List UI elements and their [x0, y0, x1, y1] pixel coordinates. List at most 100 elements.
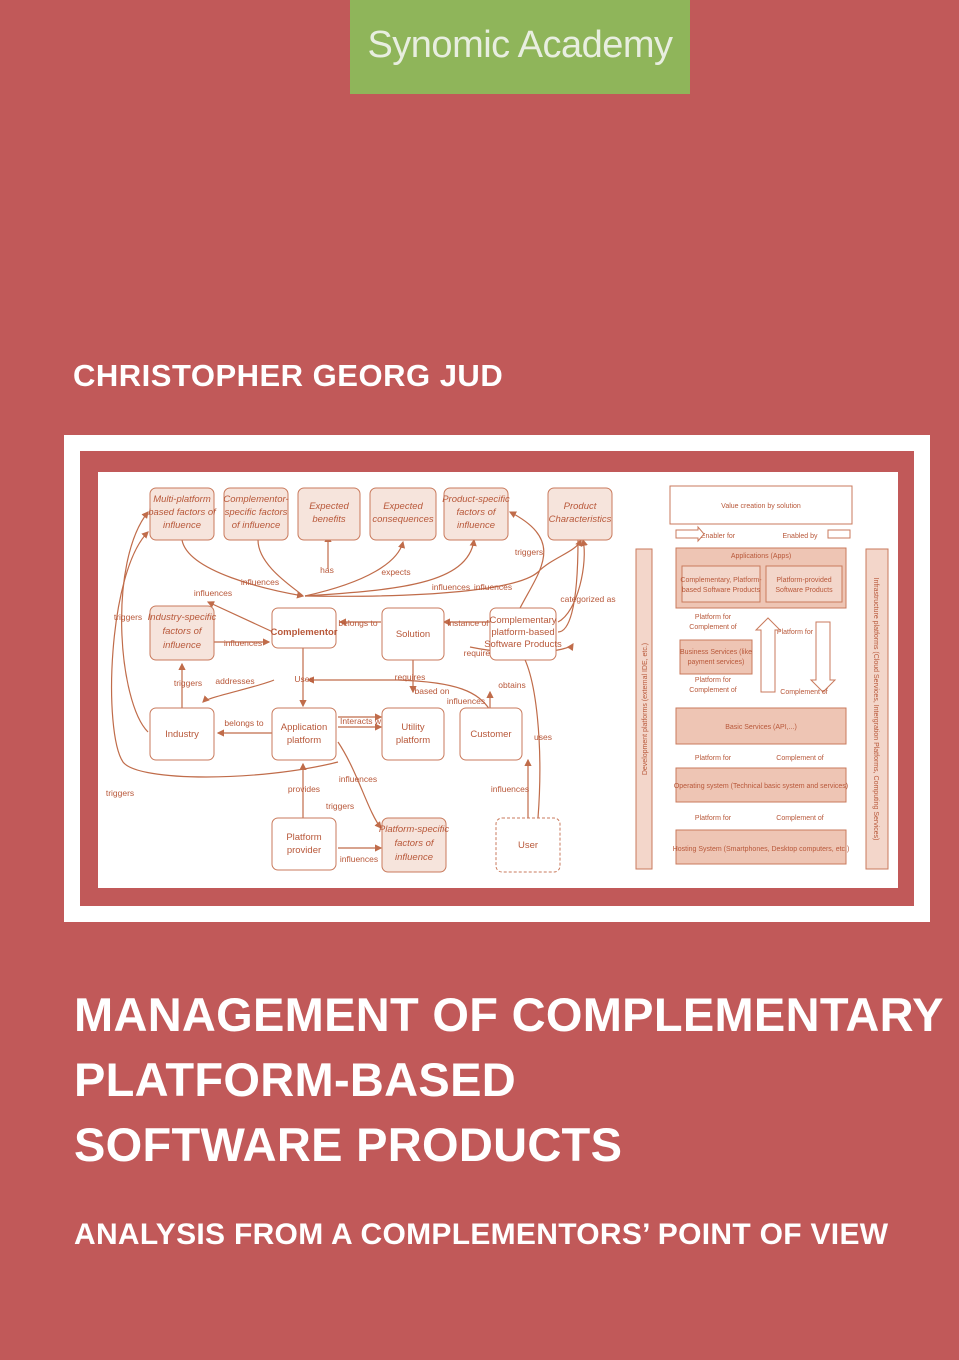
svg-text:influences: influences	[224, 638, 262, 648]
svg-text:Interacts with: Interacts with	[340, 716, 390, 726]
svg-text:based Software Products: based Software Products	[682, 587, 761, 594]
svg-text:payment services): payment services)	[688, 659, 745, 666]
svg-text:triggers: triggers	[174, 678, 202, 688]
node-expected-benefits: Expected benefits	[297, 487, 361, 541]
svg-text:Development platforms (externa: Development platforms (external IDE, etc…	[642, 643, 649, 775]
node-user: User	[495, 817, 561, 873]
svg-text:influences: influences	[491, 784, 529, 794]
svg-text:platform-based: platform-based	[491, 627, 554, 638]
svg-text:obtains: obtains	[498, 680, 525, 690]
svg-text:Software Products: Software Products	[775, 587, 833, 594]
model-relation-labels: triggers influences influences has expec…	[106, 547, 616, 864]
svg-text:Product: Product	[564, 501, 597, 512]
svg-text:provider: provider	[287, 845, 321, 856]
svg-text:triggers: triggers	[114, 612, 142, 622]
node-complementor: Complementor	[270, 607, 338, 649]
node-application-platform: Application platform	[271, 707, 337, 761]
svg-text:influence: influence	[457, 520, 495, 531]
svg-text:Characteristics: Characteristics	[549, 514, 612, 525]
svg-text:influence: influence	[395, 852, 433, 863]
svg-text:categorized as: categorized as	[560, 594, 615, 604]
svg-text:Multi-platform: Multi-platform	[153, 494, 211, 505]
svg-text:requires: requires	[395, 672, 426, 682]
svg-text:Uses: Uses	[294, 674, 313, 684]
svg-text:influences: influences	[432, 582, 470, 592]
node-complementor-specific: Complementor- specific factors of influe…	[223, 487, 289, 541]
svg-text:platform: platform	[396, 735, 430, 746]
svg-text:Complement of: Complement of	[689, 687, 737, 694]
svg-text:influences: influences	[340, 854, 378, 864]
svg-text:influence: influence	[163, 520, 201, 531]
svg-text:Complement of: Complement of	[776, 755, 824, 762]
title-line-1: MANAGEMENT OF COMPLEMENTARY	[74, 988, 944, 1041]
book-subtitle: ANALYSIS FROM A COMPLEMENTORS’ POINT OF …	[74, 1218, 889, 1251]
publisher-name: Synomic Academy	[367, 24, 673, 66]
svg-text:Industry-specific: Industry-specific	[148, 612, 217, 623]
node-expected-consequences: Expected consequences	[369, 487, 437, 541]
svg-text:Basic Services (API,...): Basic Services (API,...)	[725, 724, 797, 731]
node-complementary-products: Complementary platform-based Software Pr…	[484, 607, 562, 661]
svg-text:influences: influences	[474, 582, 512, 592]
author-name: CHRISTOPHER GEORG JUD	[73, 358, 504, 393]
svg-text:Expected: Expected	[309, 501, 349, 512]
title-line-2: PLATFORM-BASED	[74, 1053, 516, 1106]
svg-text:Customer: Customer	[470, 729, 511, 740]
svg-text:Solution: Solution	[396, 629, 430, 640]
book-title: MANAGEMENT OF COMPLEMENTARY PLATFORM-BAS…	[74, 982, 944, 1177]
cover-figure: triggers influences influences has expec…	[98, 472, 898, 888]
svg-text:Platform for: Platform for	[695, 677, 732, 684]
svg-text:triggers: triggers	[326, 801, 354, 811]
svg-text:factors of: factors of	[394, 838, 434, 849]
svg-text:specific factors: specific factors	[225, 507, 288, 518]
svg-text:influence: influence	[163, 640, 201, 651]
svg-text:addresses: addresses	[215, 676, 254, 686]
svg-text:influences: influences	[241, 577, 279, 587]
svg-text:Value creation by solution: Value creation by solution	[721, 503, 801, 510]
node-platform-provider: Platform provider	[271, 817, 337, 871]
svg-text:has: has	[320, 565, 334, 575]
svg-text:benefits: benefits	[312, 514, 346, 525]
svg-text:Hosting System (Smartphones, D: Hosting System (Smartphones, Desktop com…	[673, 846, 850, 853]
svg-text:Platform: Platform	[286, 832, 321, 843]
svg-text:expects: expects	[381, 567, 410, 577]
concept-model-diagram: triggers influences influences has expec…	[106, 485, 889, 873]
svg-text:User: User	[518, 840, 538, 851]
svg-text:provides: provides	[288, 784, 320, 794]
svg-text:of influence: of influence	[232, 520, 281, 531]
svg-text:Complementary, Platform-: Complementary, Platform-	[680, 577, 762, 584]
svg-text:Platform for: Platform for	[695, 755, 732, 762]
svg-text:Complement of: Complement of	[776, 815, 824, 822]
node-utility-platform: Utility platform	[381, 707, 445, 761]
node-platform-specific: Platform-specific factors of influence	[379, 817, 449, 873]
svg-text:requires: requires	[464, 648, 495, 658]
svg-text:Business Services (like: Business Services (like	[680, 649, 752, 656]
svg-text:consequences: consequences	[372, 514, 434, 525]
node-industry: Industry	[149, 707, 215, 761]
svg-text:Platform-provided: Platform-provided	[776, 577, 831, 584]
svg-text:based on: based on	[415, 686, 450, 696]
svg-text:triggers: triggers	[515, 547, 543, 557]
svg-text:Enabled by: Enabled by	[782, 533, 818, 540]
svg-text:Infrastructure platforms (Clou: Infrastructure platforms (Cloud Services…	[872, 578, 879, 841]
svg-text:influences: influences	[194, 588, 232, 598]
svg-text:Platform for: Platform for	[777, 629, 814, 636]
model-connectors	[110, 511, 588, 852]
svg-text:Complementary: Complementary	[489, 615, 556, 626]
svg-text:instance of: instance of	[447, 618, 489, 628]
node-product-characteristics: Product Characteristics	[547, 487, 613, 541]
svg-text:Industry: Industry	[165, 729, 199, 740]
svg-text:Utility: Utility	[401, 722, 424, 733]
svg-text:Expected: Expected	[383, 501, 423, 512]
svg-text:Product-specific: Product-specific	[442, 494, 510, 505]
svg-text:influences: influences	[447, 696, 485, 706]
svg-text:Application: Application	[281, 722, 327, 733]
svg-text:Complementor-: Complementor-	[223, 494, 288, 505]
svg-text:Platform for: Platform for	[695, 614, 732, 621]
title-line-3: SOFTWARE PRODUCTS	[74, 1118, 623, 1171]
svg-text:factors of: factors of	[456, 507, 496, 518]
svg-text:Complement of: Complement of	[689, 624, 737, 631]
svg-text:influences: influences	[339, 774, 377, 784]
node-customer: Customer	[459, 707, 523, 761]
node-industry-specific: Industry-specific factors of influence	[148, 605, 217, 661]
svg-text:platform: platform	[287, 735, 321, 746]
